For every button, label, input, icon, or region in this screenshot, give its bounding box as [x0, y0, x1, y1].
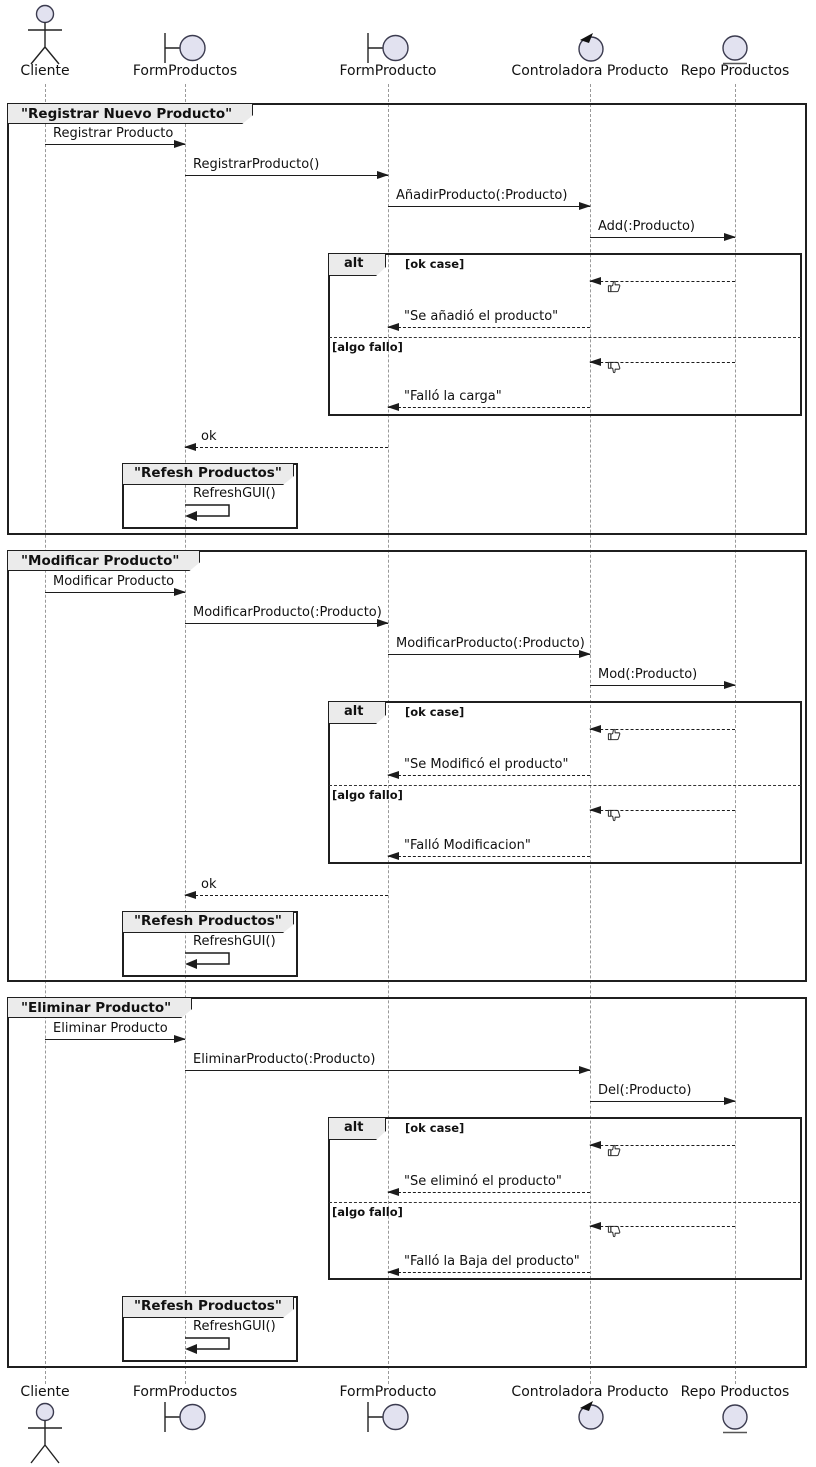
result-fail-arrow-3	[589, 1222, 735, 1230]
actor-icon	[28, 1402, 62, 1464]
refresh-frame-1: "Refesh Productos"	[122, 463, 298, 529]
alt-frame-3: alt	[328, 1117, 802, 1280]
alt-keyword: alt	[328, 1117, 386, 1140]
message-anadirproducto: AñadirProducto(:Producto)	[388, 188, 591, 210]
boundary-icon	[367, 33, 409, 63]
message-ok-ack-2: ok	[184, 877, 388, 899]
lifeline-controladora	[590, 84, 591, 1384]
entity-icon	[722, 35, 748, 65]
guard-ok-1: [ok case]	[405, 257, 465, 271]
message-fallo-modificacion: "Falló Modificacion"	[387, 838, 590, 860]
refresh-frame-title-3: "Refesh Productos"	[122, 1296, 294, 1318]
message-se-anadio: "Se añadió el producto"	[387, 309, 590, 331]
message-mod: Mod(:Producto)	[590, 667, 736, 689]
result-fail-arrow-2	[589, 806, 735, 814]
entity-icon	[722, 1404, 748, 1434]
message-refreshgui-2: RefreshGUI()	[193, 934, 276, 949]
alt-frame-2: alt	[328, 701, 802, 864]
participant-label-controladora: Controladora Producto	[511, 63, 669, 79]
frame-registrar-title: "Registrar Nuevo Producto"	[7, 103, 253, 124]
message-se-modifico: "Se Modificó el producto"	[387, 757, 590, 779]
self-arrow-2	[185, 952, 230, 969]
result-ok-arrow-2	[589, 725, 735, 733]
result-ok-arrow-1	[589, 277, 735, 285]
boundary-icon	[367, 1402, 409, 1432]
control-icon	[578, 1401, 604, 1430]
self-arrow-1	[185, 504, 230, 521]
message-fallo-baja: "Falló la Baja del producto"	[387, 1254, 590, 1276]
alt-keyword: alt	[328, 701, 386, 724]
actor-icon	[28, 4, 62, 65]
message-modificarproducto-2: ModificarProducto(:Producto)	[388, 636, 591, 658]
participant-label-cliente-bottom: Cliente	[20, 1384, 70, 1400]
participant-label-formproducto: FormProducto	[339, 63, 437, 79]
result-ok-arrow-3	[589, 1141, 735, 1149]
alt-keyword: alt	[328, 253, 386, 276]
result-fail-arrow-1	[589, 358, 735, 366]
frame-eliminar-title: "Eliminar Producto"	[7, 997, 192, 1018]
guard-fail-1: [algo fallo]	[332, 340, 403, 354]
message-registrar-producto: Registrar Producto	[45, 126, 186, 148]
message-fallo-carga: "Falló la carga"	[387, 389, 590, 411]
message-se-elimino: "Se eliminó el producto"	[387, 1174, 590, 1196]
refresh-frame-title-2: "Refesh Productos"	[122, 911, 294, 933]
message-del: Del(:Producto)	[590, 1083, 736, 1105]
frame-eliminar: "Eliminar Producto"	[7, 997, 807, 1368]
control-icon	[578, 33, 604, 62]
lifeline-repo	[735, 84, 736, 1384]
alt-frame-1: alt	[328, 253, 802, 416]
message-registrarproducto: RegistrarProducto()	[185, 157, 389, 179]
participant-label-repo-bottom: Repo Productos	[680, 1384, 790, 1400]
guard-ok-3: [ok case]	[405, 1121, 465, 1135]
message-modificar-producto: Modificar Producto	[45, 574, 186, 596]
message-ok-ack-1: ok	[184, 429, 388, 451]
message-eliminarproducto: EliminarProducto(:Producto)	[185, 1052, 591, 1074]
message-eliminar-producto: Eliminar Producto	[45, 1021, 186, 1043]
lifeline-formproducto	[388, 84, 389, 1384]
participant-label-repo: Repo Productos	[680, 63, 790, 79]
guard-fail-2: [algo fallo]	[332, 788, 403, 802]
message-refreshgui-3: RefreshGUI()	[193, 1319, 276, 1334]
frame-modificar: "Modificar Producto"	[7, 550, 807, 982]
participant-label-formproductos: FormProductos	[132, 63, 238, 79]
participant-label-controladora-bottom: Controladora Producto	[511, 1384, 669, 1400]
alt-divider-3	[329, 1202, 801, 1203]
guard-fail-3: [algo fallo]	[332, 1205, 403, 1219]
participant-label-formproductos-bottom: FormProductos	[132, 1384, 238, 1400]
boundary-icon	[164, 1402, 206, 1432]
boundary-icon	[164, 33, 206, 63]
participant-label-cliente: Cliente	[20, 63, 70, 79]
frame-registrar: "Registrar Nuevo Producto"	[7, 103, 807, 535]
refresh-frame-3: "Refesh Productos"	[122, 1296, 298, 1362]
message-modificarproducto-1: ModificarProducto(:Producto)	[185, 605, 389, 627]
refresh-frame-2: "Refesh Productos"	[122, 911, 298, 977]
guard-ok-2: [ok case]	[405, 705, 465, 719]
alt-divider-1	[329, 337, 801, 338]
lifeline-cliente	[45, 84, 46, 1384]
message-refreshgui-1: RefreshGUI()	[193, 486, 276, 501]
self-arrow-3	[185, 1337, 230, 1354]
message-add: Add(:Producto)	[590, 219, 736, 241]
participant-label-formproducto-bottom: FormProducto	[339, 1384, 437, 1400]
alt-divider-2	[329, 785, 801, 786]
refresh-frame-title-1: "Refesh Productos"	[122, 463, 294, 485]
lifeline-formproductos	[185, 84, 186, 1384]
frame-modificar-title: "Modificar Producto"	[7, 550, 200, 571]
